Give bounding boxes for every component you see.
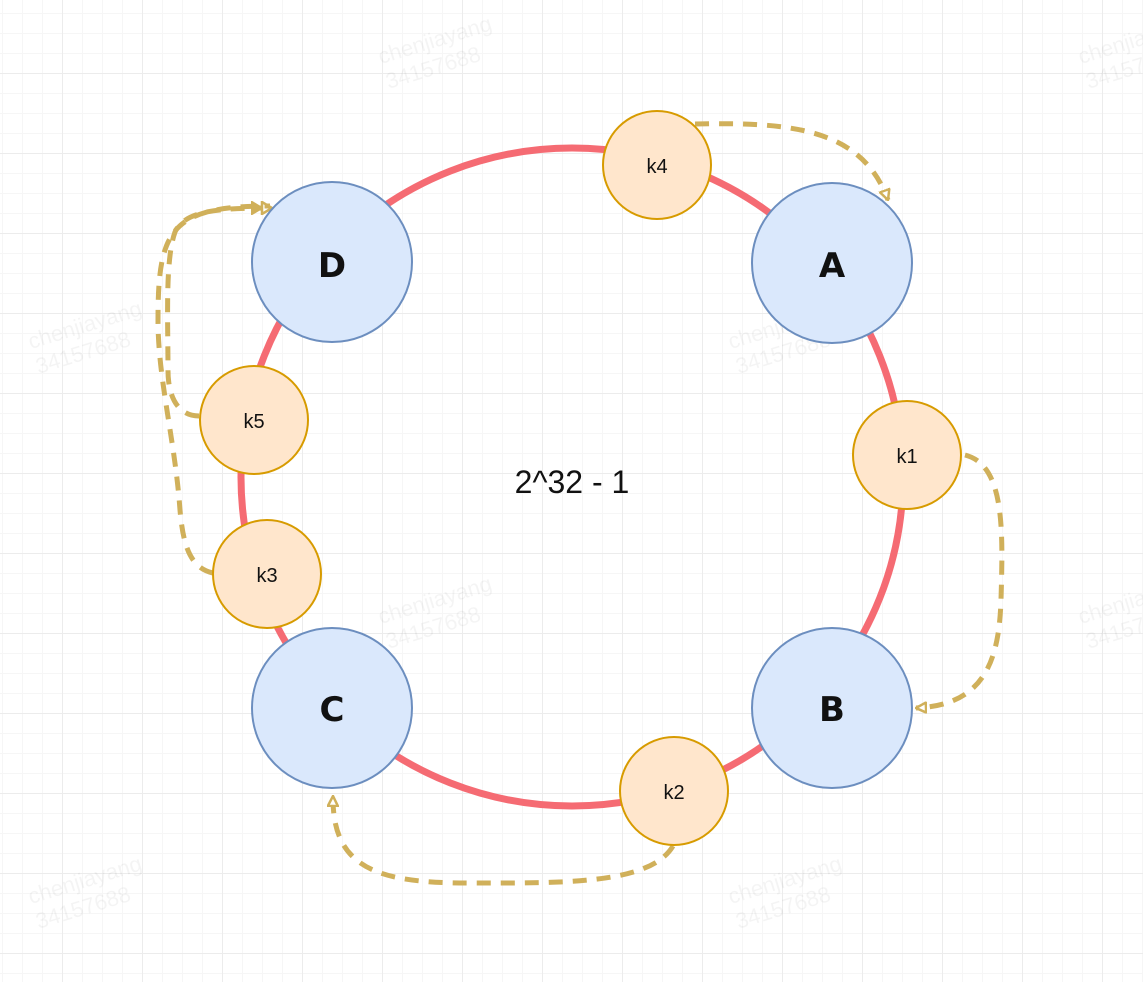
key-k3: k3	[212, 519, 322, 629]
key-k2-label: k2	[663, 782, 684, 804]
arrow-k4-to-a	[694, 121, 888, 200]
key-k5-label: k5	[243, 411, 264, 433]
node-a: A	[751, 182, 913, 344]
key-k3-label: k3	[256, 565, 277, 587]
key-k1-label: k1	[896, 446, 917, 468]
key-to-node-arrows	[155, 121, 1005, 886]
node-a-label: A	[819, 246, 846, 286]
node-b: B	[751, 627, 913, 789]
arrow-k1-to-b	[916, 452, 1005, 708]
key-k5: k5	[199, 365, 309, 475]
arrow-k5-to-d	[165, 208, 273, 419]
node-c-label: C	[320, 690, 345, 730]
arrow-k2-to-c	[333, 796, 676, 886]
node-b-label: B	[819, 690, 845, 730]
node-d: D	[251, 181, 413, 343]
arrow-k3-to-d	[155, 203, 271, 576]
key-k4-label: k4	[646, 156, 667, 178]
node-d-label: D	[318, 246, 346, 286]
node-c: C	[251, 627, 413, 789]
key-k2: k2	[619, 736, 729, 846]
key-k1: k1	[852, 400, 962, 510]
ring-range-label: 2^32 - 1	[515, 464, 630, 500]
key-k4: k4	[602, 110, 712, 220]
